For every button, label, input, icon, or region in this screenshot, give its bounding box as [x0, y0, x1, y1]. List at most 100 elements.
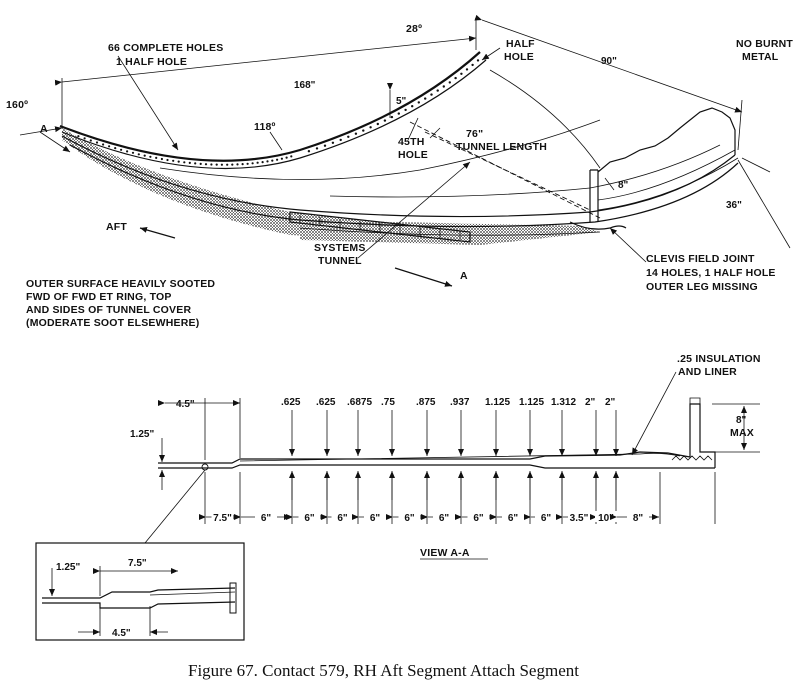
leader-half-hole	[481, 47, 501, 61]
label-clevis-2: 14 HOLES, 1 HALF HOLE	[646, 267, 776, 279]
spacing-label: 3.5"	[570, 513, 589, 524]
spacing-label-bg	[568, 511, 590, 522]
hole-dot	[397, 112, 400, 115]
section-end-flange	[689, 397, 701, 404]
spacing-label: 6"	[541, 513, 552, 524]
hole-dot	[108, 145, 111, 148]
hole-dot	[411, 105, 414, 108]
label-systems: SYSTEMS	[314, 242, 366, 254]
spacing-label: 10"	[598, 513, 614, 524]
hole-dot	[390, 115, 394, 119]
label-no-burnt: NO BURNT	[736, 38, 793, 50]
figure-caption: Figure 67. Contact 579, RH Aft Segment A…	[188, 661, 579, 680]
hole-dot	[285, 156, 288, 159]
hole-dot	[448, 81, 451, 84]
leader-detail	[144, 469, 206, 544]
segment-top-edge	[59, 51, 481, 162]
spacing-label-bg	[398, 511, 421, 522]
label-45th-hole: HOLE	[398, 149, 428, 161]
hole-dot	[271, 159, 274, 162]
dim-36-line	[737, 159, 791, 249]
thickness-label: 2"	[605, 397, 616, 408]
hole-dot	[102, 143, 105, 146]
detail-label-4-5: 4.5"	[112, 628, 131, 639]
leader-tunnel-len	[429, 127, 441, 139]
spacing-label-bg	[535, 511, 557, 522]
hole-dot	[256, 161, 259, 164]
label-soot-3: AND SIDES OF TUNNEL COVER	[26, 304, 191, 316]
thickness-label: 2"	[585, 397, 596, 408]
hole-dot	[369, 126, 372, 129]
segment-bottom-edge	[299, 227, 601, 236]
hole-dot	[188, 161, 191, 164]
label-tunnel: TUNNEL	[318, 255, 362, 267]
section-liner	[239, 452, 681, 462]
aft-ring	[589, 169, 599, 222]
spacing-label-bg	[331, 511, 354, 522]
interior-contour-3	[489, 69, 601, 169]
spacing-label-bg	[502, 511, 524, 522]
thickness-label: .625	[316, 397, 336, 408]
label-dim-5: 5"	[396, 96, 407, 107]
hole-dot	[417, 101, 420, 104]
hole-dot	[177, 160, 180, 163]
thickness-label: .937	[450, 397, 470, 408]
dim-160-line	[19, 126, 63, 136]
hole-dot	[276, 158, 279, 161]
burnt-edge	[597, 107, 736, 173]
detail-liner	[149, 591, 236, 596]
hole-dot	[290, 155, 293, 158]
hole-dot	[83, 137, 86, 140]
label-angle-28: 28º	[406, 23, 422, 35]
spacing-label: 7.5"	[213, 513, 232, 524]
hole-dot	[241, 163, 244, 166]
hole-dot	[424, 97, 427, 100]
tunnel-hatch	[299, 215, 461, 240]
label-max: MAX	[730, 427, 754, 439]
hole-dot	[354, 132, 358, 135]
hole-dot	[331, 141, 335, 144]
thickness-label: 1.125	[519, 397, 544, 408]
leader-66-holes	[117, 55, 179, 151]
thickness-label: .875	[416, 397, 436, 408]
label-insulation-1: .25 INSULATION	[677, 353, 761, 365]
spacing-label-bg	[364, 511, 386, 522]
hole-dot	[454, 76, 457, 80]
thickness-label: 1.125	[485, 397, 510, 408]
hole-dot	[261, 161, 264, 164]
section-plate-top	[158, 403, 716, 468]
spacing-dimensions: 7.5"6"6"6"6"6"6"6"6"6"3.5"10"8"	[199, 472, 716, 524]
spacing-label: 6"	[508, 513, 519, 524]
spacing-label: 8"	[633, 513, 644, 524]
dim-8-top	[604, 177, 615, 191]
label-tunnel-length: TUNNEL LENGTH	[456, 141, 547, 153]
ring-flange-2	[597, 157, 739, 211]
label-1-half-hole: 1 HALF HOLE	[116, 56, 187, 68]
arrow-a-bottom	[394, 267, 453, 287]
leader-118	[269, 131, 283, 151]
hole-dot	[347, 135, 350, 138]
spacing-label: 6"	[304, 513, 315, 524]
hole-dot	[172, 159, 175, 162]
hole-dot	[236, 163, 239, 166]
hole-dot	[166, 158, 169, 162]
segment-inner-edge	[61, 59, 487, 170]
label-66-holes: 66 COMPLETE HOLES	[108, 42, 223, 54]
label-insulation-2: AND LINER	[678, 366, 737, 378]
ring-flange	[597, 149, 736, 201]
hole-dot	[77, 135, 80, 138]
hole-dot	[226, 163, 229, 166]
arrow-a-left	[39, 131, 71, 153]
detail-marker	[201, 463, 209, 471]
hole-dot	[137, 153, 140, 156]
tunnel-dashed-2	[424, 131, 591, 211]
dim-168-line	[54, 35, 477, 86]
label-soot-1: OUTER SURFACE HEAVILY SOOTED	[26, 278, 215, 290]
spacing-label: 6"	[439, 513, 450, 524]
thickness-label: .6875	[347, 397, 372, 408]
hole-dot	[460, 72, 463, 76]
label-view-a-a: VIEW A-A	[420, 547, 470, 559]
hole-dot	[280, 157, 283, 160]
